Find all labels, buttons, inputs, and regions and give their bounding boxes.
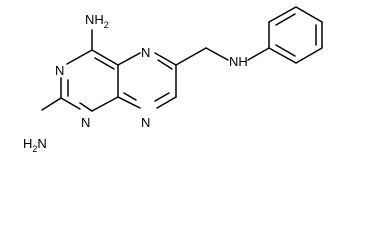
label-amine-top-text: NH <box>85 12 104 27</box>
bonds <box>41 6 323 112</box>
label-ring-n3: N <box>55 63 64 78</box>
bond-n5-c6 <box>154 52 177 66</box>
bond-ph-c6-c1-inner <box>275 44 296 57</box>
bond-ph-c5-c6 <box>295 47 323 64</box>
bond-c8a-n8-inner <box>123 92 137 101</box>
label-linker-nh: NH <box>229 54 248 69</box>
bond-ph-c3-c4 <box>295 6 323 23</box>
label-amine-bottom-sub: 2 <box>32 144 37 154</box>
label-amine-bottom-h: H <box>23 136 32 151</box>
molecule-structure-diagram: NH2 N N NH H2N N N <box>23 6 323 154</box>
bond-n5-c6-inner <box>157 59 173 70</box>
bond-c8a-n8-side <box>91 96 119 112</box>
bond-c4a-n5 <box>117 52 141 66</box>
bond-ch2-nh <box>205 47 229 61</box>
bond-c4-n3 <box>66 49 93 65</box>
bond-n8-c8a <box>117 96 141 109</box>
label-amine-bottom-n: N <box>37 136 46 151</box>
atom-labels: NH2 N N NH H2N N N <box>23 12 248 154</box>
label-ring-n5: N <box>141 45 150 60</box>
label-amine-top-sub: 2 <box>104 20 109 30</box>
label-amine-top: NH2 <box>85 12 109 30</box>
bond-n1-c8a <box>79 102 93 112</box>
bond-c6-ch2 <box>175 47 207 66</box>
bond-c7-n8 <box>156 96 177 109</box>
bond-c2-n1 <box>60 97 81 110</box>
bond-ph-c2-c3-inner <box>275 13 296 26</box>
bond-nh-phenyl <box>247 47 270 61</box>
bond-c2-nh2 <box>41 97 62 111</box>
label-ring-n1: N <box>81 115 90 130</box>
bond-ph-c6-c1 <box>268 47 297 64</box>
bond-ph-c2-c3 <box>268 6 297 23</box>
label-ring-n8: N <box>141 115 150 130</box>
bond-c4-c4a-inner <box>94 57 115 70</box>
bond-c4-c4a <box>91 49 119 66</box>
label-amine-bottom: H2N <box>23 136 47 154</box>
bond-c7-n8-inner <box>154 92 170 102</box>
